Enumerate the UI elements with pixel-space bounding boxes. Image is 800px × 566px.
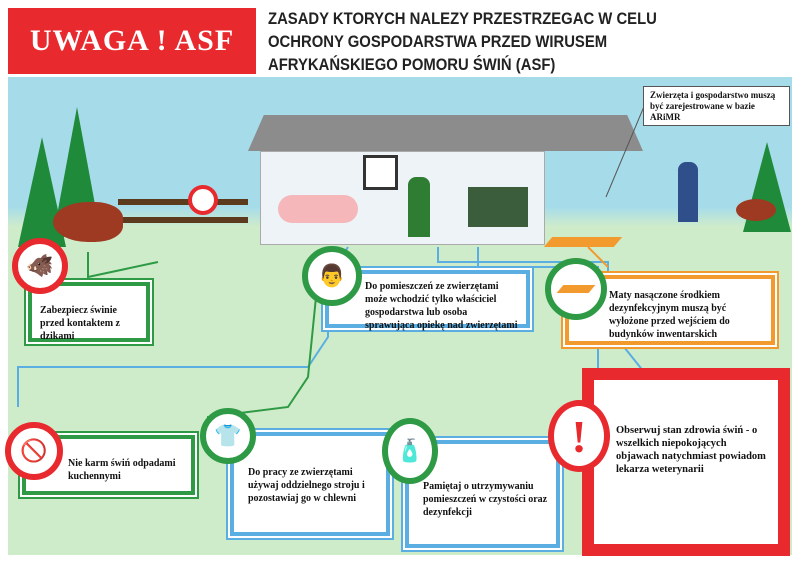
person-icon: 👨 [302,246,362,306]
clothing-icon: 👕 [200,408,256,464]
fence [118,199,248,205]
note-access: Do pomieszczeń ze zwierzętami może wchod… [325,270,530,331]
warning-banner: UWAGA ! ASF [8,8,256,74]
exclamation-icon: ! [548,400,610,472]
farmer-icon [408,177,430,237]
barn-roof [248,115,643,151]
window [363,155,398,190]
page-title: ZASADY KTORYCH NALEZY PRZESTRZEGAC W CEL… [268,10,657,74]
prohibition-icon [188,185,218,215]
no-wild-boar-icon: 🐗 [12,238,68,294]
note-health: Obserwuj stan zdrowia świń - o wszelkich… [582,368,790,556]
note-clothing: Do pracy ze zwierzętami używaj oddzielne… [230,432,390,536]
wild-boar-icon [53,202,123,242]
note-arimr: Zwierzęta i gospodarstwo muszą być zarej… [643,86,790,126]
pigs-icon [278,195,358,223]
note-wild-boar: Zabezpiecz świnie przed kontaktem z dzik… [28,282,150,342]
wild-boar-icon [736,199,776,221]
farmer-icon [678,162,698,222]
disinfectant-spray-icon: 🧴 [382,418,438,484]
mat-icon [545,258,607,320]
clothing-rack-icon [468,187,528,227]
no-kitchen-waste-icon: 🚫 [5,422,63,480]
